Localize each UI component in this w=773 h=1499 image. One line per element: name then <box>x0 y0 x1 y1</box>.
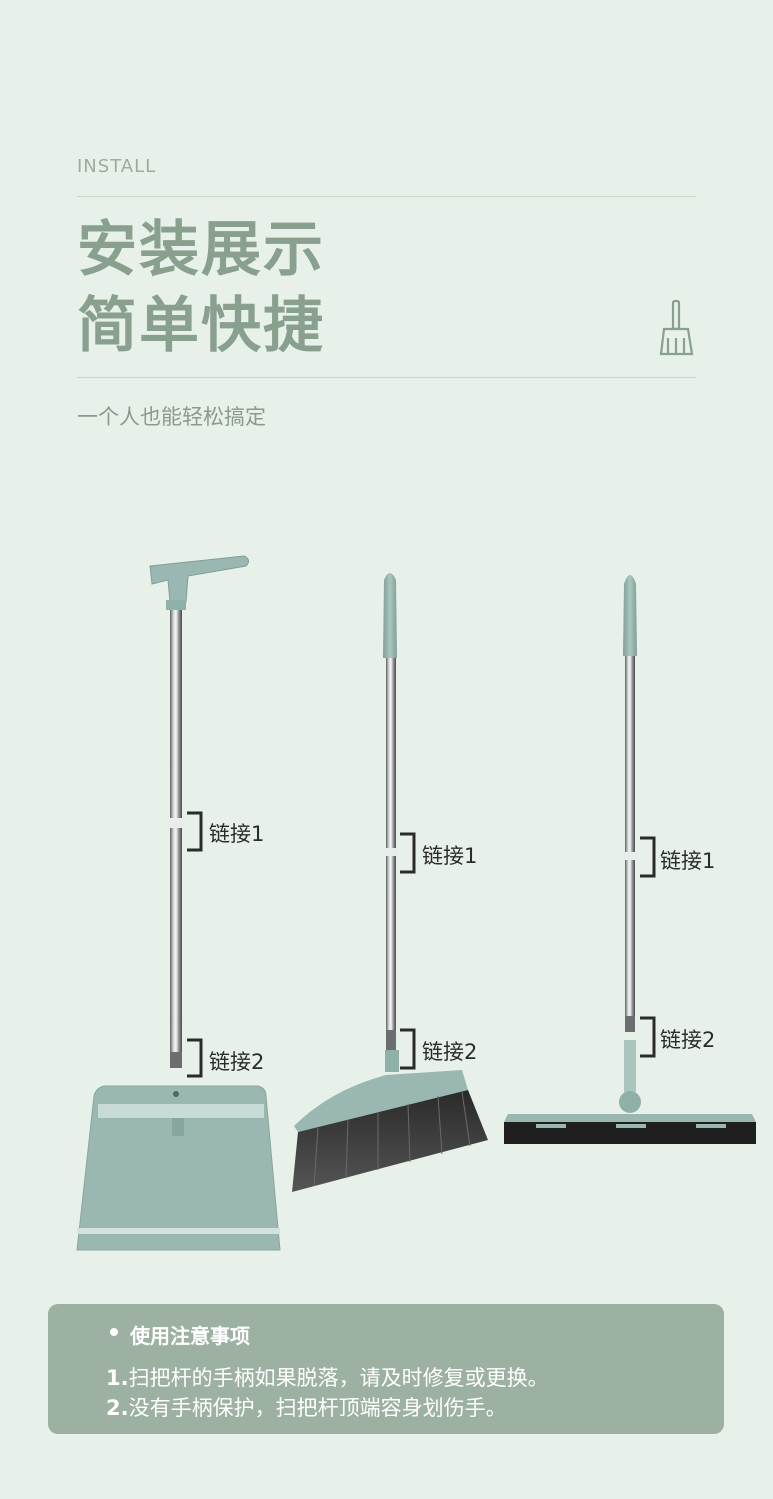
top-divider <box>77 196 696 197</box>
product-illustration <box>76 555 756 1251</box>
broom-connector2-label: 链接2 <box>422 1040 478 1064</box>
notice-item-1-text: 扫把杆的手柄如果脱落，请及时修复或更换。 <box>128 1366 549 1390</box>
page-title-line1: 安装展示 <box>77 215 325 285</box>
broom-connector1-bracket <box>400 832 416 874</box>
squeegee-connector2-bracket <box>640 1016 656 1058</box>
page-title-line2: 简单快捷 <box>77 291 325 361</box>
dustpan-connector2-label: 链接2 <box>209 1050 265 1074</box>
notice-box <box>48 1304 724 1434</box>
squeegee-product <box>504 575 756 1144</box>
squeegee-connector2-label: 链接2 <box>660 1028 716 1052</box>
broom-connector1-label: 链接1 <box>422 844 478 868</box>
notice-item-2: 2.没有手柄保护，扫把杆顶端容身划伤手。 <box>106 1392 507 1422</box>
notice-item-1-num: 1. <box>106 1366 129 1390</box>
title-divider <box>77 377 696 378</box>
subtitle: 一个人也能轻松搞定 <box>77 405 266 429</box>
section-eyebrow: INSTALL <box>77 156 157 177</box>
notice-item-2-num: 2. <box>106 1396 129 1420</box>
broom-icon <box>659 299 694 356</box>
broom-connector2-bracket <box>400 1028 416 1070</box>
dustpan-connector2-bracket <box>187 1038 203 1078</box>
dustpan-product <box>76 555 281 1251</box>
squeegee-connector1-bracket <box>640 836 656 878</box>
notice-item-1: 1.扫把杆的手柄如果脱落，请及时修复或更换。 <box>106 1362 549 1392</box>
broom-product <box>292 573 488 1192</box>
dustpan-connector1-bracket <box>187 811 203 852</box>
notice-item-2-text: 没有手柄保护，扫把杆顶端容身划伤手。 <box>128 1396 507 1420</box>
bullet-icon <box>110 1328 118 1336</box>
dustpan-connector1-label: 链接1 <box>209 822 265 846</box>
squeegee-connector1-label: 链接1 <box>660 849 716 873</box>
notice-heading: 使用注意事项 <box>130 1324 250 1348</box>
